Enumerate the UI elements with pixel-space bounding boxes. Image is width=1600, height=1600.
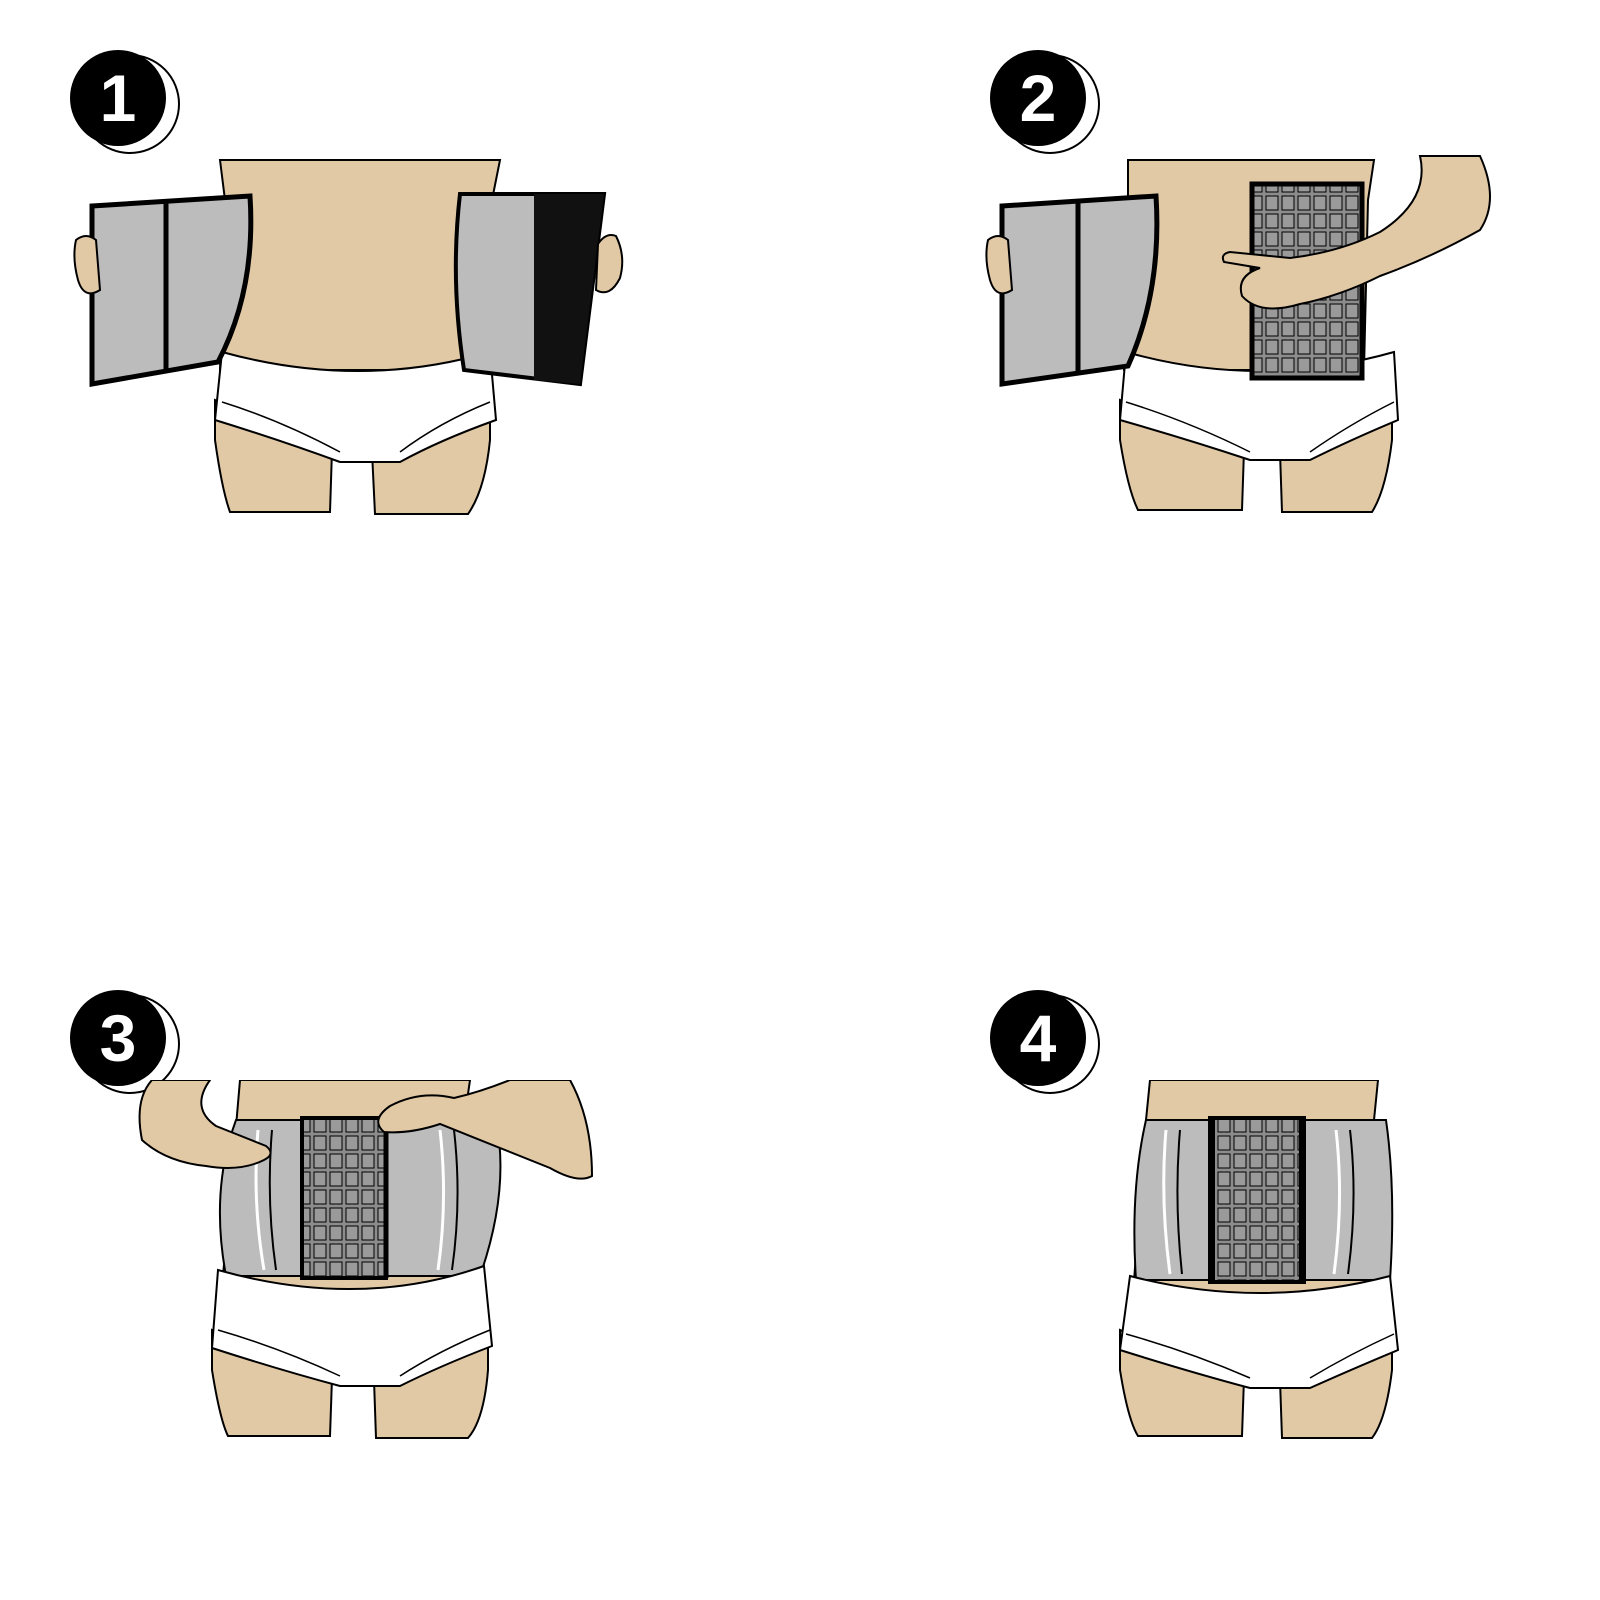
right-hand xyxy=(596,235,622,292)
hook-panel xyxy=(302,1118,386,1278)
step-4-figure xyxy=(960,1080,1580,1540)
step-1-figure xyxy=(40,140,660,560)
step-3: 3 xyxy=(40,980,680,1540)
step-2-figure xyxy=(960,140,1580,560)
step-3-figure xyxy=(40,1080,660,1540)
step-1-number: 1 xyxy=(70,50,166,146)
step-2: 2 xyxy=(960,40,1600,600)
step-4-number: 4 xyxy=(990,990,1086,1086)
step-4-badge: 4 xyxy=(990,990,1090,1090)
step-2-number: 2 xyxy=(990,50,1086,146)
hook-panel xyxy=(1210,1118,1304,1282)
left-hand xyxy=(986,236,1012,293)
step-1-badge: 1 xyxy=(70,50,170,150)
step-3-badge: 3 xyxy=(70,990,170,1090)
step-4: 4 xyxy=(960,980,1600,1540)
left-hand xyxy=(74,236,100,293)
step-1: 1 xyxy=(40,40,680,600)
step-2-badge: 2 xyxy=(990,50,1090,150)
step-3-number: 3 xyxy=(70,990,166,1086)
